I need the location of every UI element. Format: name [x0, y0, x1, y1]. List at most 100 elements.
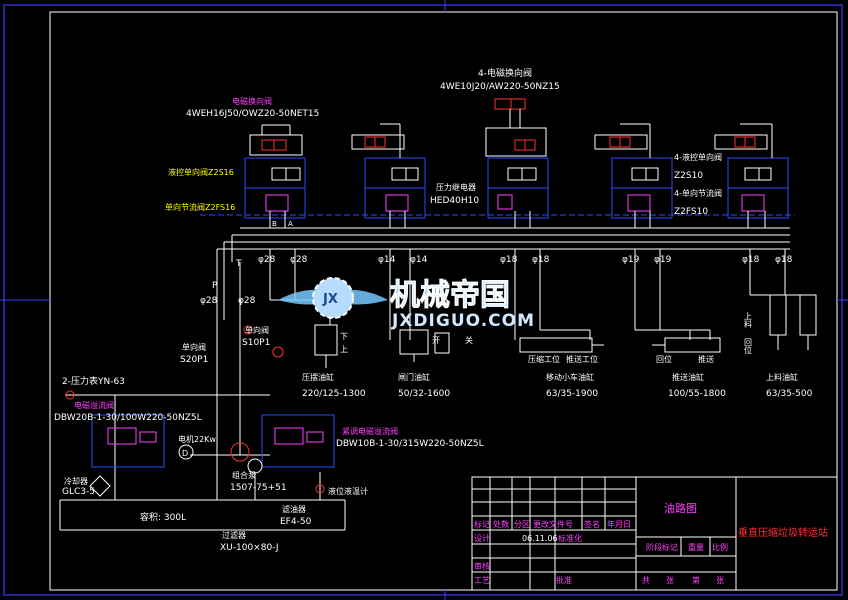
pump-motor-symbols: [65, 325, 325, 497]
valve1-port-a: A: [288, 220, 293, 228]
cylinder-feed-symbol: [750, 294, 817, 350]
title-block-text: 油路图 垂直压缩垃圾转运站 标记 处数 分区 更改文件号 签名 年月日 设计 0…: [474, 501, 828, 585]
relief1-model: DBW20B-1-30/100W220-50NZ5L: [54, 413, 202, 423]
valve3-title: 4-电磁换向阀: [478, 67, 532, 79]
watermark-badge: JX: [322, 292, 338, 307]
valve-stack-2: [351, 123, 426, 228]
press-arrow-down: 下: [340, 332, 348, 341]
relief-valve-boxes: [91, 414, 335, 468]
tb-r1-4: 签名: [584, 519, 600, 529]
tb-sheet-1: 张: [666, 576, 674, 585]
cart-position-push: 推送工位: [566, 354, 598, 364]
p-port-label: P: [212, 281, 218, 291]
cylinder-press-spec: 220/125-1300: [302, 389, 366, 399]
valve-labels: 电磁换向阀 4WEH16J50/OWZ20-50NET15 液控单向阀Z2S16…: [165, 67, 722, 228]
pipe-size: φ28: [290, 255, 308, 265]
tb-weight: 重量: [688, 542, 704, 552]
cylinder-push-spec: 100/55-1800: [668, 389, 726, 399]
valve1-title: 电磁换向阀: [232, 96, 272, 106]
tb-r1-3: 更改文件号: [533, 519, 573, 529]
tb-r4-0: 审核: [474, 561, 490, 571]
push-position-return: 回位: [656, 354, 672, 364]
pipe-size-labels: φ28 φ28 φ14 φ14 φ18 φ18 φ19 φ19 φ18 φ18 …: [200, 255, 793, 306]
tb-r2-date: 06.11.06: [522, 534, 558, 543]
cart-position-compress: 压缩工位: [528, 354, 560, 364]
press-arrow-up: 上: [340, 345, 348, 354]
motor-label: 电机22Kw: [178, 434, 216, 444]
title-block: [471, 476, 838, 591]
cylinder-gate-name: 闸门油缸: [398, 372, 430, 382]
cylinder-feed-spec: 63/35-500: [766, 389, 813, 399]
cylinder-push-symbol: [652, 337, 721, 353]
cylinder-press-name: 压摆油缸: [302, 372, 334, 382]
cylinder-cart-symbol: [519, 337, 604, 353]
pump-station-lines: [59, 262, 346, 531]
cylinder-cart-name: 移动小车油缸: [546, 372, 594, 382]
pipe-size: φ18: [532, 255, 550, 265]
valve-stack-1: [244, 124, 306, 228]
pump-label: 组合泵: [232, 470, 256, 480]
cylinder-cart-spec: 63/35-1900: [546, 389, 598, 399]
valve4-throttle-model: Z2FS10: [674, 207, 708, 217]
pump-model: 1507-75+51: [230, 483, 287, 493]
cylinder-gate-symbol: [399, 329, 450, 362]
p-pipe-size: φ28: [200, 296, 218, 306]
check1-model: S20P1: [180, 355, 208, 365]
gate-arrow-open: 开: [432, 336, 440, 345]
check2-model: S10P1: [242, 338, 270, 348]
pipe-size: φ14: [410, 255, 428, 265]
relay-label: 压力继电器: [436, 182, 476, 192]
level-gauge-label: 液位液温计: [328, 486, 368, 496]
tb-r5-0: 工艺: [474, 576, 490, 585]
valve3-model: 4WE10J20/AW220-50NZ15: [440, 82, 560, 92]
pipe-size: φ18: [775, 255, 793, 265]
pipe-size: φ18: [742, 255, 760, 265]
tb-r2-0: 设计: [474, 533, 490, 543]
valve4-throttle-label: 4-单向节流阀: [674, 188, 722, 198]
cylinder-press-symbol: [314, 324, 338, 368]
check1-label: 单向阀: [182, 342, 206, 352]
tb-r5-2: 批准: [556, 575, 572, 585]
push-position-push: 推送: [698, 354, 714, 364]
pipe-size: φ28: [258, 255, 276, 265]
wing-left-icon: [278, 289, 322, 305]
jxdiguo-watermark: JX 机械帝国 JXDIGUO.COM: [278, 277, 535, 331]
gear-icon: [312, 277, 354, 319]
cylinder-feed-name: 上料油缸: [766, 372, 798, 382]
watermark-cn: 机械帝国: [390, 278, 510, 313]
return-filter-model: XU-100×80-J: [220, 543, 279, 553]
tb-r1-0: 标记: [474, 519, 490, 529]
tb-r1-1: 处数: [493, 519, 509, 529]
pipe-size: φ19: [654, 255, 672, 265]
tb-sheet-3: 张: [716, 576, 724, 585]
cooler-model: GLC3-5: [62, 487, 95, 497]
relief2-model: DBW10B-1-30/315W220-50NZ5L: [336, 439, 484, 449]
gate-arrow-close: 关: [465, 335, 473, 345]
tb-r1-2: 分区: [514, 520, 530, 529]
relief1-label: 电磁溢流阀: [74, 400, 114, 410]
feed-arrow-up: 上料: [744, 312, 753, 329]
tb-r1-5: 年月日: [607, 519, 631, 529]
inner-border: [49, 11, 838, 591]
feed-arrow-return: 回位: [744, 338, 753, 354]
return-filter-label: 过滤器: [222, 530, 246, 540]
tb-stage: 阶段标记: [646, 542, 678, 552]
valve4-check-label: 4-液控单向阀: [674, 152, 722, 162]
project-name: 垂直压缩垃圾转运站: [738, 526, 828, 539]
valve-stack-3: [485, 98, 549, 228]
valve-stack-5: [714, 123, 789, 228]
watermark-en: JXDIGUO.COM: [391, 311, 535, 331]
pump-station-labels: 单向阀 S20P1 单向阀 S10P1 2-压力表YN-63 电磁溢流阀 DBW…: [54, 325, 484, 553]
actuator-feed-lines: [269, 249, 786, 340]
tb-scale: 比例: [712, 542, 728, 552]
valve-stack-4: [594, 123, 673, 228]
wing-right-icon: [344, 289, 388, 305]
tb-sheet-0: 共: [642, 576, 650, 585]
t-pipe-size: φ28: [238, 296, 256, 306]
cooler-label: 冷却器: [64, 476, 88, 486]
tank-label: 容积: 300L: [140, 511, 186, 523]
motor-letter: D: [182, 449, 188, 458]
gauge-label: 2-压力表YN-63: [62, 375, 125, 387]
drawing-name: 油路图: [664, 501, 697, 515]
